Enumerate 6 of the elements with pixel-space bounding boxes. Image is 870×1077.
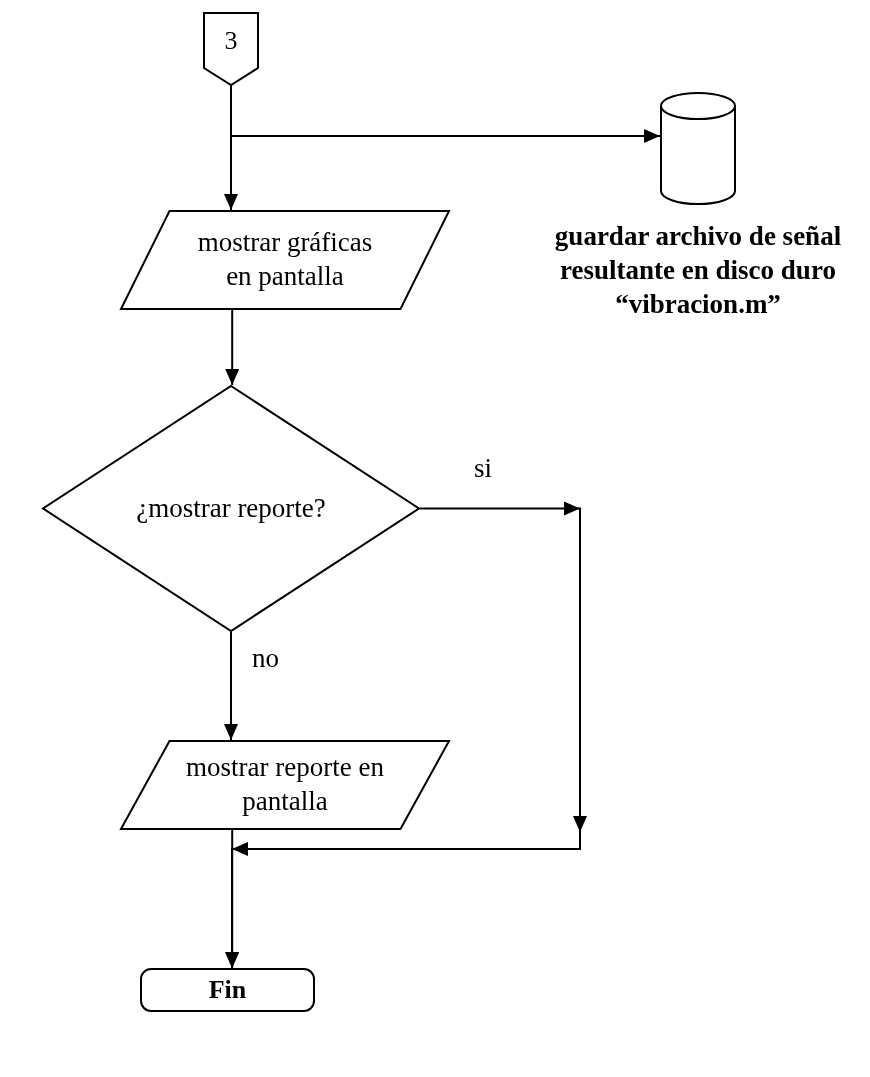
node-text: 3 <box>224 24 238 57</box>
node-text: ¿mostrar reporte? <box>136 491 326 525</box>
node-text: Fin <box>208 973 247 1006</box>
node-text: mostrar gráficas en pantalla <box>196 226 374 293</box>
node-caption: guardar archivo de señal resultante en disco duro “vibracion.m” <box>553 220 843 321</box>
node-text: mostrar reporte en pantalla <box>185 751 385 818</box>
